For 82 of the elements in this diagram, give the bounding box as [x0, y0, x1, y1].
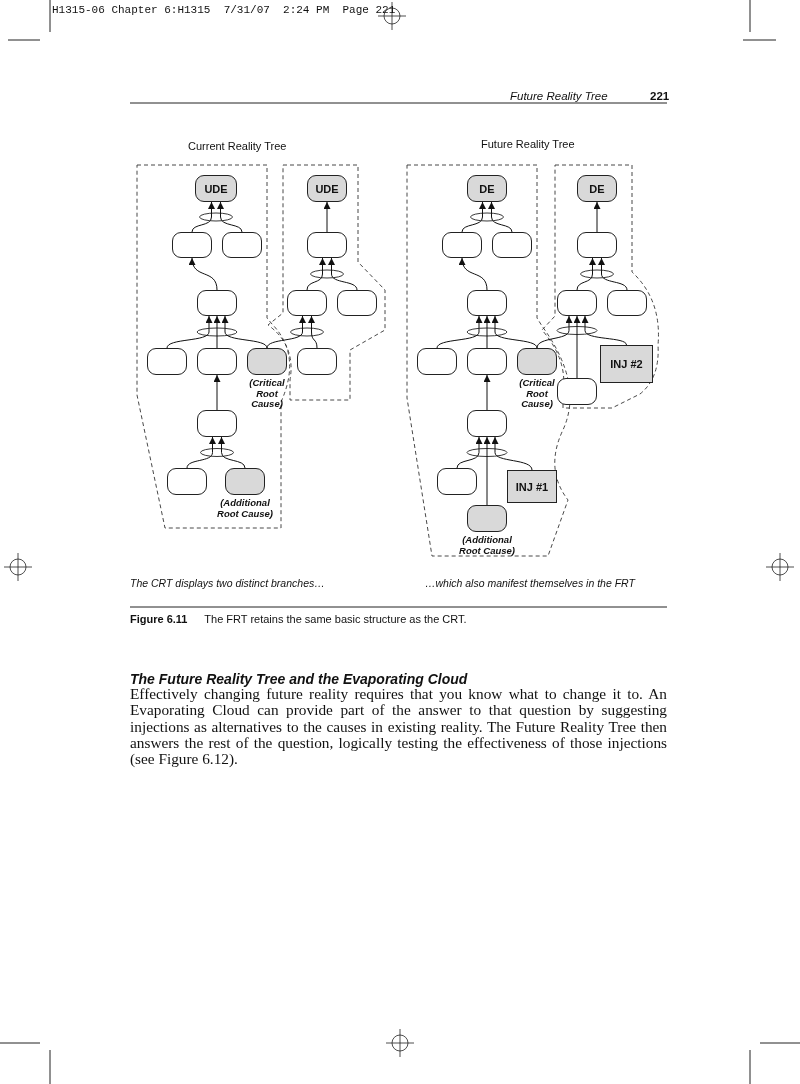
entity-box	[337, 290, 377, 316]
print-slug: H1315-06 Chapter 6:H1315 7/31/07 2:24 PM Page 221	[52, 4, 396, 16]
arrow	[483, 436, 491, 506]
arrow	[186, 436, 216, 469]
node-label: DE	[479, 182, 495, 195]
entity-box	[417, 348, 457, 375]
effect-box	[195, 175, 237, 202]
node-label: DE	[589, 182, 605, 195]
entity-box	[197, 348, 237, 375]
arrow	[598, 257, 628, 291]
arrow	[218, 436, 246, 469]
entity-box	[172, 232, 212, 258]
entity-box	[197, 290, 237, 316]
entity-box	[197, 410, 237, 437]
entity-box	[492, 232, 532, 258]
entity-box	[442, 232, 482, 258]
arrow	[576, 257, 596, 291]
entity-box	[517, 348, 557, 375]
entity-box	[147, 348, 187, 375]
node-label: UDE	[315, 182, 339, 195]
arrow	[191, 201, 215, 233]
entity-box	[467, 505, 507, 532]
arrow	[593, 201, 601, 233]
entity-box	[287, 290, 327, 316]
arrow	[488, 201, 513, 233]
running-header: Future Reality Tree	[510, 90, 608, 102]
injection-box	[600, 345, 653, 383]
entity-box	[222, 232, 262, 258]
tree-title: Future Reality Tree	[481, 138, 575, 150]
node-label: INJ #1	[515, 480, 549, 493]
injection-box	[507, 470, 557, 503]
arrow	[213, 315, 221, 349]
arrow	[536, 315, 573, 349]
arrow	[213, 374, 221, 411]
entity-box	[557, 378, 597, 405]
node-note: (Critical Root Cause)	[518, 378, 556, 410]
panel-caption: …which also manifest themselves in the FRT	[425, 577, 635, 589]
entity-box	[467, 290, 507, 316]
body-paragraph: Effectively changing future reality requires that you know what to change it to. An Evaporating Cloud can provide part of the answer to that question by suggesting injections as alternatives to the causes in existing reality. The Future Reality Tree then answers the rest of the question, logically testing the effectiveness of those injections (see Figure 6.12).	[130, 686, 667, 768]
effect-box	[577, 175, 617, 202]
node-note: (Critical Root Cause)	[248, 378, 286, 410]
arrow	[217, 201, 243, 233]
arrow	[308, 315, 318, 349]
arrow	[491, 315, 538, 349]
effect-box	[307, 175, 347, 202]
section-heading: The Future Reality Tree and the Evaporating Cloud	[130, 671, 468, 687]
arrow	[581, 315, 627, 346]
arrow	[436, 315, 483, 349]
entity-box	[437, 468, 477, 495]
effect-box	[467, 175, 507, 202]
entity-box	[307, 232, 347, 258]
arrow	[328, 257, 358, 291]
entity-box	[557, 290, 597, 316]
node-label: INJ #2	[610, 358, 643, 370]
arrow	[456, 436, 483, 469]
arrow	[166, 315, 213, 349]
panel-caption: The CRT displays two distinct branches…	[130, 577, 325, 589]
entity-box	[225, 468, 265, 495]
page-number: 221	[650, 90, 670, 102]
arrow	[491, 436, 533, 471]
node-label: UDE	[204, 182, 228, 195]
figure-caption: Figure 6.11 The FRT retains the same basic structure as the CRT.	[130, 613, 467, 625]
arrow	[573, 315, 581, 379]
entity-box	[297, 348, 337, 375]
node-note: (Additional Root Cause)	[458, 535, 516, 556]
entity-box	[467, 410, 507, 437]
arrow	[306, 257, 326, 291]
entity-box	[467, 348, 507, 375]
node-note: (Additional Root Cause)	[216, 498, 274, 519]
arrow	[459, 257, 488, 291]
entity-box	[607, 290, 647, 316]
arrow	[483, 374, 491, 411]
tree-title: Current Reality Tree	[188, 140, 287, 152]
arrow	[221, 315, 268, 349]
entity-box	[167, 468, 207, 495]
entity-box	[247, 348, 287, 375]
entity-box	[577, 232, 617, 258]
arrow	[483, 315, 491, 349]
arrow	[189, 257, 218, 291]
arrow	[461, 201, 486, 233]
arrow	[266, 315, 306, 349]
arrow	[323, 201, 331, 233]
